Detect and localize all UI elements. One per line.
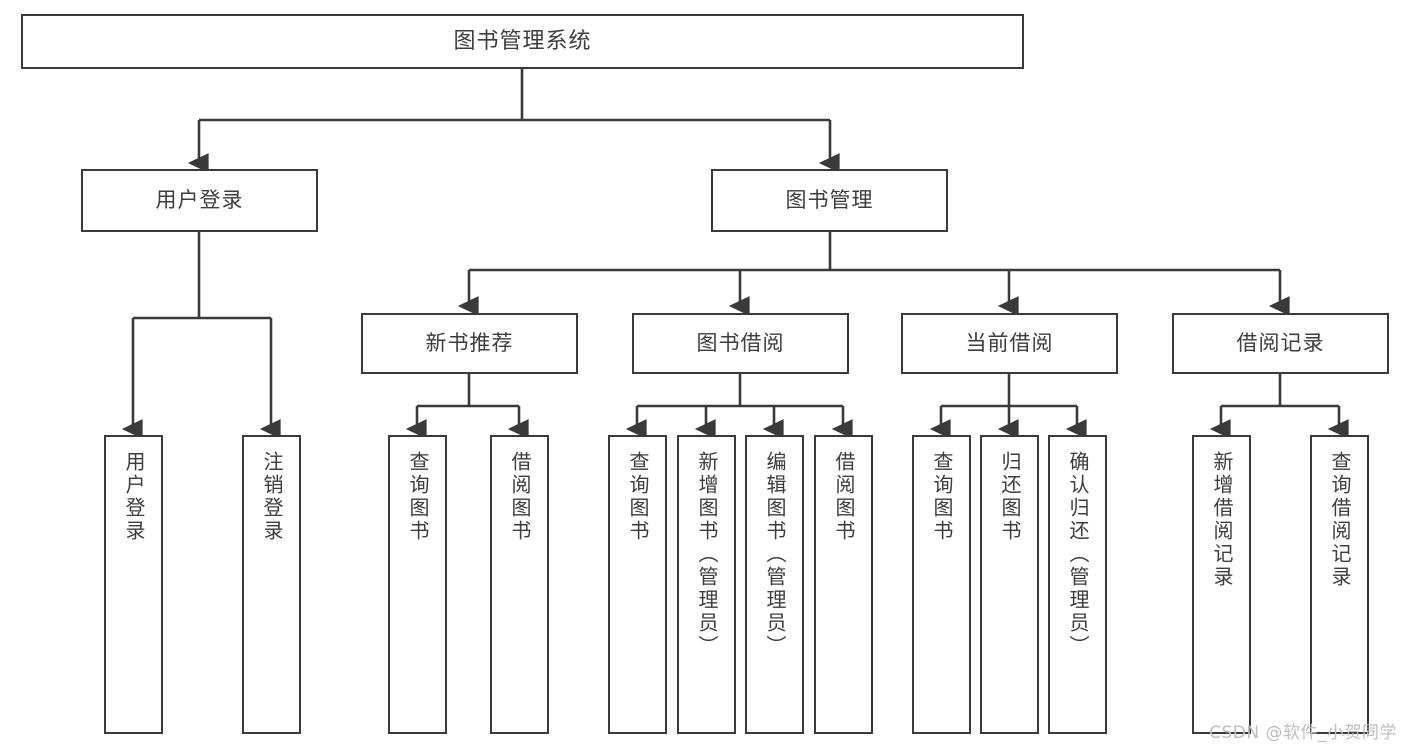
node-book-borrow[interactable]: 图书借阅 xyxy=(632,313,849,374)
leaf-newbooks-borrow-book[interactable]: 借阅图书 xyxy=(490,435,549,734)
leaf-label: 归还图书 xyxy=(998,451,1022,543)
leaf-records-query-record[interactable]: 查询借阅记录 xyxy=(1310,435,1369,734)
node-new-book-recommend[interactable]: 新书推荐 xyxy=(361,313,578,374)
node-current-borrow[interactable]: 当前借阅 xyxy=(901,313,1118,374)
leaf-label: 确认归还（管理员） xyxy=(1066,451,1090,658)
leaf-label: 查询图书 xyxy=(930,451,954,543)
node-user-login[interactable]: 用户登录 xyxy=(81,169,318,232)
leaf-label: 查询图书 xyxy=(626,451,650,543)
leaf-records-add-record[interactable]: 新增借阅记录 xyxy=(1192,435,1251,734)
leaf-label: 借阅图书 xyxy=(508,451,532,543)
leaf-label: 查询图书 xyxy=(406,451,430,543)
leaf-bookborrow-borrow-book[interactable]: 借阅图书 xyxy=(814,435,873,734)
leaf-label: 查询借阅记录 xyxy=(1328,451,1352,589)
leaf-currentborrow-confirm-return-admin[interactable]: 确认归还（管理员） xyxy=(1048,435,1107,734)
leaf-currentborrow-query-book[interactable]: 查询图书 xyxy=(912,435,971,734)
node-borrow-records[interactable]: 借阅记录 xyxy=(1172,313,1389,374)
leaf-label: 新增图书（管理员） xyxy=(695,451,719,658)
node-root-system[interactable]: 图书管理系统 xyxy=(21,14,1024,69)
leaf-currentborrow-return-book[interactable]: 归还图书 xyxy=(980,435,1039,734)
leaf-label: 借阅图书 xyxy=(832,451,856,543)
watermark-text: CSDN @软件_小贺同学 xyxy=(1209,723,1397,743)
leaf-logout-action[interactable]: 注销登录 xyxy=(242,435,301,734)
leaf-newbooks-query-book[interactable]: 查询图书 xyxy=(388,435,447,734)
leaf-label: 编辑图书（管理员） xyxy=(763,451,787,658)
leaf-bookborrow-edit-book-admin[interactable]: 编辑图书（管理员） xyxy=(745,435,804,734)
leaf-bookborrow-add-book-admin[interactable]: 新增图书（管理员） xyxy=(677,435,736,734)
leaf-label: 注销登录 xyxy=(260,451,284,543)
leaf-label: 用户登录 xyxy=(122,451,146,543)
leaf-user-login-action[interactable]: 用户登录 xyxy=(104,435,163,734)
node-book-management[interactable]: 图书管理 xyxy=(711,169,948,232)
leaf-bookborrow-query-book[interactable]: 查询图书 xyxy=(608,435,667,734)
leaf-label: 新增借阅记录 xyxy=(1210,451,1234,589)
